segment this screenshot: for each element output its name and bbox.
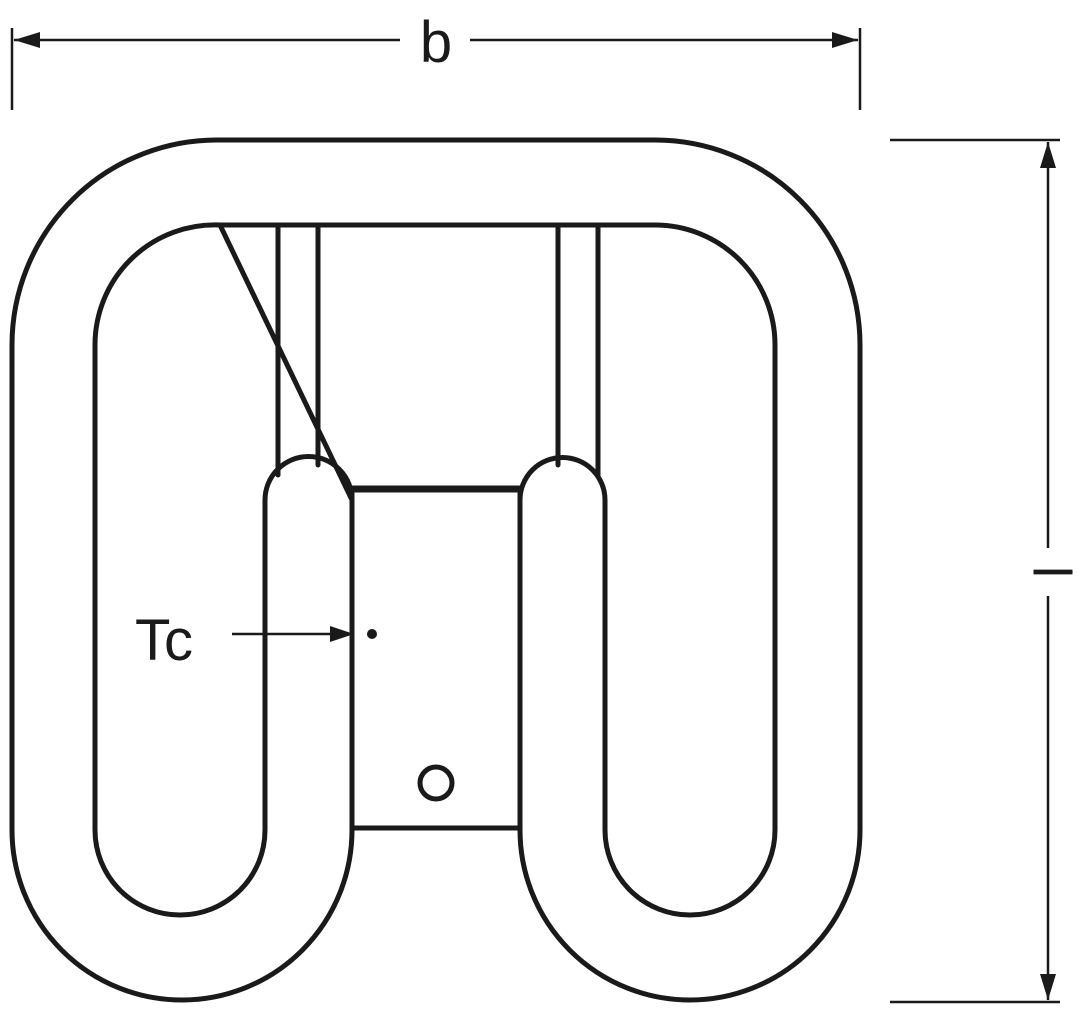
lamp-tube-outer-contour	[9, 137, 863, 1003]
tc-arrow-head	[330, 626, 354, 642]
width-arrow-right	[832, 32, 858, 48]
lamp-tube-inner-contour	[92, 222, 778, 918]
width-dimension: b	[10, 10, 862, 110]
width-label: b	[420, 10, 452, 75]
connector-leg-left	[275, 225, 321, 478]
tc-measuring-point: Tc	[135, 608, 377, 673]
width-arrow-left	[14, 32, 40, 48]
length-arrow-top	[1040, 142, 1056, 168]
connector-leg-right	[555, 225, 601, 478]
length-dimension: l	[890, 138, 1080, 1004]
mounting-hole	[417, 764, 455, 802]
length-label: l	[1022, 566, 1080, 578]
lamp-base-plate	[349, 485, 523, 831]
length-arrow-bottom	[1040, 974, 1056, 1000]
tc-point-dot	[367, 629, 377, 639]
tc-label: Tc	[135, 608, 193, 673]
